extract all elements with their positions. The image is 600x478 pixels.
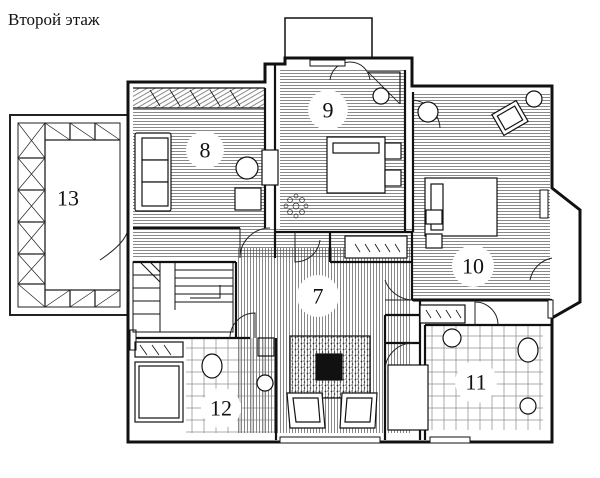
cabinet-8 [261,149,279,186]
room-7-label: 7 [297,275,339,317]
staircase [132,261,234,333]
toilet-11 [517,337,539,363]
bathroom-11-fixtures [387,328,539,431]
coffee-table [315,353,343,381]
armchair-7-left [286,392,326,429]
room-12-label: 12 [201,388,241,428]
shower-11 [387,364,429,431]
toilet-12 [201,353,223,379]
room-labels: 7 8 9 10 11 12 13 [48,90,497,428]
windows [129,59,554,444]
sink-11 [442,328,462,348]
room-11-label: 11 [455,361,497,403]
svg-text:11: 11 [465,370,486,395]
room-8-label: 8 [186,131,224,169]
room-8-furniture [134,89,279,212]
armchair-10 [491,99,529,137]
room-13-label: 13 [48,180,88,216]
svg-text:13: 13 [57,186,79,211]
bathtub-12 [134,361,184,423]
room-9-furniture [283,71,402,219]
svg-text:12: 12 [210,396,232,421]
side-table [235,156,259,180]
svg-text:7: 7 [313,284,324,309]
outer-walls [126,17,582,444]
armchair [234,187,262,211]
doors [229,61,553,371]
room-10-furniture [344,90,543,324]
bathroom-12-fixtures [134,337,275,423]
room-9-label: 9 [308,90,348,130]
sink-12 [256,374,274,392]
room-7-furniture [286,335,378,429]
svg-text:8: 8 [200,138,211,163]
svg-text:9: 9 [323,98,334,123]
armchair-7-right [339,392,378,429]
floor-title: Второй этаж [8,10,100,29]
room-10-label: 10 [452,245,494,287]
svg-text:10: 10 [462,254,484,279]
plant-icon [283,193,309,219]
